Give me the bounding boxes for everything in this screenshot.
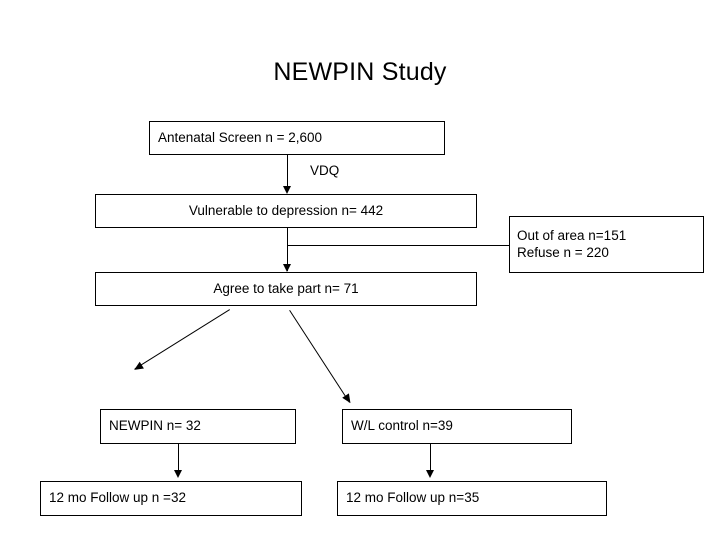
node-excluded: Out of area n=151 Refuse n = 220 bbox=[509, 216, 704, 273]
node-vulnerable-to-depression: Vulnerable to depression n= 442 bbox=[95, 194, 477, 228]
connector-wl-control-to-followup-arrowhead bbox=[426, 470, 434, 478]
node-newpin: NEWPIN n= 32 bbox=[100, 409, 296, 444]
node-followup-newpin-label: 12 mo Follow up n =32 bbox=[49, 490, 186, 506]
connector-newpin-to-followup-arrowhead bbox=[174, 470, 182, 478]
node-agree-to-take-part: Agree to take part n= 71 bbox=[95, 272, 477, 306]
connector-antenatal-to-vulnerable-arrowhead bbox=[283, 186, 291, 194]
node-antenatal-screen-label: Antenatal Screen n = 2,600 bbox=[158, 129, 322, 145]
node-agree-to-take-part-label: Agree to take part n= 71 bbox=[213, 280, 359, 296]
label-vdq: VDQ bbox=[310, 163, 340, 178]
page-title: NEWPIN Study bbox=[273, 58, 447, 86]
connector-vulnerable-to-agree-arrowhead bbox=[283, 264, 291, 272]
node-excluded-line-1: Out of area n=151 bbox=[517, 227, 627, 243]
connector-antenatal-to-vulnerable bbox=[287, 155, 288, 188]
node-excluded-line-2: Refuse n = 220 bbox=[517, 244, 609, 260]
connector-wl-control-to-followup bbox=[430, 444, 431, 472]
node-vulnerable-to-depression-label: Vulnerable to depression n= 442 bbox=[188, 202, 384, 218]
node-excluded-text: Out of area n=151 Refuse n = 220 bbox=[517, 228, 626, 262]
node-followup-control-label: 12 mo Follow up n=35 bbox=[346, 490, 480, 506]
connector-newpin-to-followup bbox=[178, 444, 179, 472]
node-newpin-label: NEWPIN n= 32 bbox=[109, 418, 201, 434]
node-followup-newpin: 12 mo Follow up n =32 bbox=[40, 481, 302, 516]
node-followup-control: 12 mo Follow up n=35 bbox=[337, 481, 607, 516]
connector-vulnerable-stem bbox=[287, 228, 288, 271]
connector-vulnerable-to-excluded bbox=[287, 245, 509, 246]
node-wl-control-label: W/L control n=39 bbox=[351, 418, 453, 434]
node-antenatal-screen: Antenatal Screen n = 2,600 bbox=[149, 121, 445, 155]
node-wl-control: W/L control n=39 bbox=[342, 409, 572, 444]
